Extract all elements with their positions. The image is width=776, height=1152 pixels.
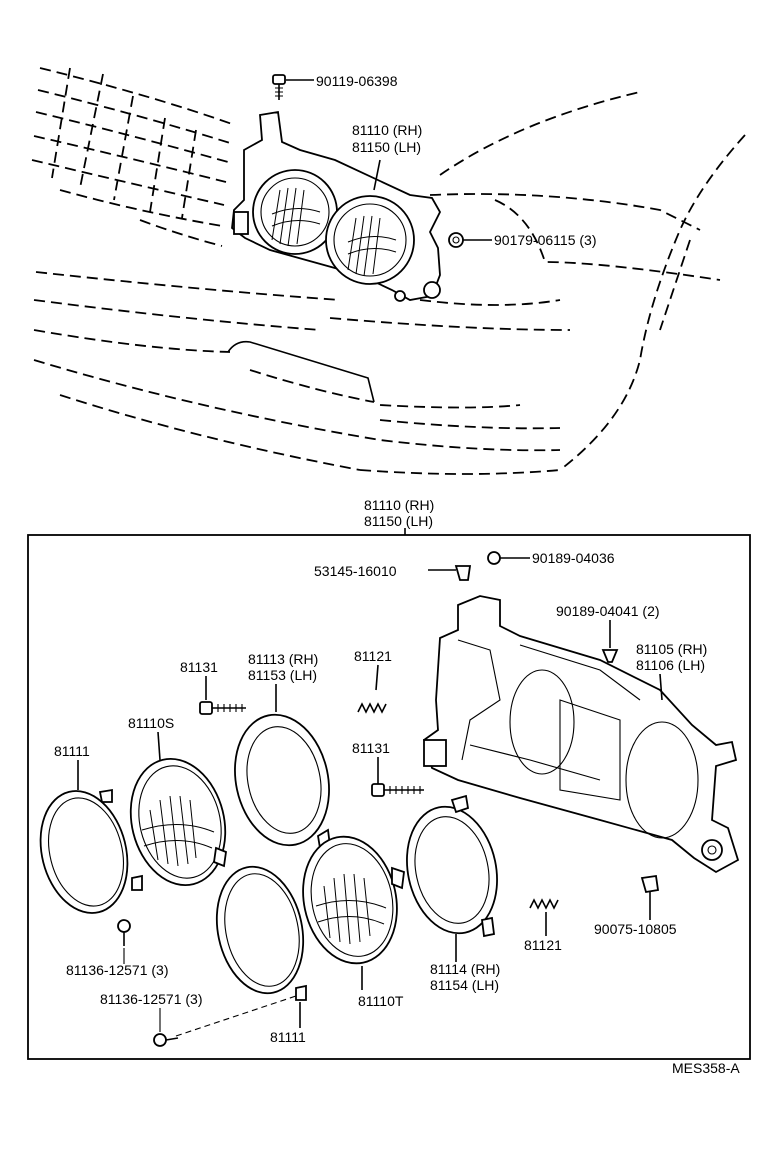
label-assembly-lh-top: 81150 (LH) [352,139,421,155]
label-adj-screw-mid: 81131 [352,740,390,756]
spring-upper-icon [357,702,387,714]
label-screw-housing: 90189-04041 (2) [556,603,660,619]
label-housing-rh: 81105 (RH) [636,641,707,657]
label-nut-right: 90075-10805 [594,921,677,937]
label-screw-top: 90189-04036 [532,550,615,566]
headlamp-housing [422,595,740,874]
label-screw-a: 81136-12571 (3) [66,962,168,978]
screw-a-icon [117,919,131,946]
label-spring-lower: 81121 [524,937,562,953]
screw-b-icon [153,1033,179,1047]
label-exploded-header-lh: 81150 (LH) [364,513,433,529]
label-ring-upper-rh: 81113 (RH) [248,651,318,667]
headlamp-assembly-installed [231,110,442,302]
sealed-beam-lower [302,835,405,965]
label-assembly-rh-top: 81110 (RH) [352,122,422,138]
nut-icon [448,232,464,248]
label-screw-b: 81136-12571 (3) [100,991,202,1007]
mounting-ring-upper [234,713,331,850]
sealed-beam-upper [129,758,227,886]
label-ring-lower-rh: 81114 (RH) [430,961,500,977]
nut-right-icon [640,874,660,894]
mounting-ring-lower [406,794,498,938]
spring-lower-icon [529,898,559,910]
exploded-view-frame [27,534,751,1060]
label-bolt-top: 90119-06398 [316,73,398,89]
label-ring-lower-lh: 81154 (LH) [430,977,499,993]
label-retaining-ring-bottom: 81111 [270,1029,306,1045]
retaining-ring-lower [215,865,307,1001]
label-housing-lh: 81106 (LH) [636,657,705,673]
label-exploded-header-rh: 81110 (RH) [364,497,434,513]
label-sealed-beam-s: 81110S [128,715,174,731]
label-nut-top: 90179-06115 (3) [494,232,596,248]
label-retaining-ring-left: 81111 [54,743,90,759]
label-clip: 53145-16010 [314,563,397,579]
adjusting-screw-upper-icon [199,701,246,715]
label-ring-upper-lh: 81153 (LH) [248,667,317,683]
label-sealed-beam-t: 81110T [358,993,404,1009]
label-spring-upper: 81121 [354,648,392,664]
diagram-code: MES358-A [672,1060,740,1076]
label-adj-screw-upper: 81131 [180,659,218,675]
vehicle-front-outline [31,67,746,475]
retaining-ring-left [39,788,143,914]
bolt-icon [272,74,286,100]
adjusting-screw-mid-icon [371,783,424,797]
